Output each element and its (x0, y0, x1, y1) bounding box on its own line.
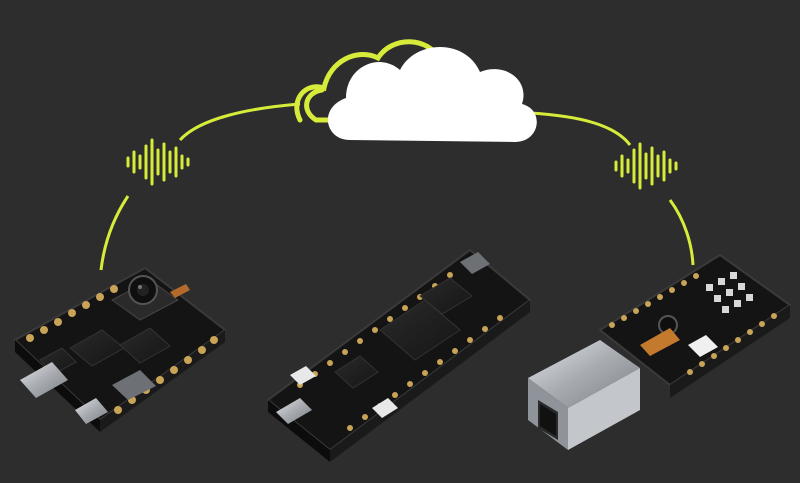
connection-line-right (529, 111, 632, 146)
camera-board (13, 266, 227, 432)
sound-wave-icon-left (126, 138, 190, 186)
sound-wave-icon-right (614, 142, 678, 190)
connection-line-left-lower (99, 195, 130, 271)
connection-line-left (178, 102, 301, 142)
ethernet-board (528, 253, 792, 450)
connection-line-right-lower (668, 199, 695, 266)
long-microcontroller-board (266, 248, 532, 462)
cloud-icon (294, 39, 537, 142)
